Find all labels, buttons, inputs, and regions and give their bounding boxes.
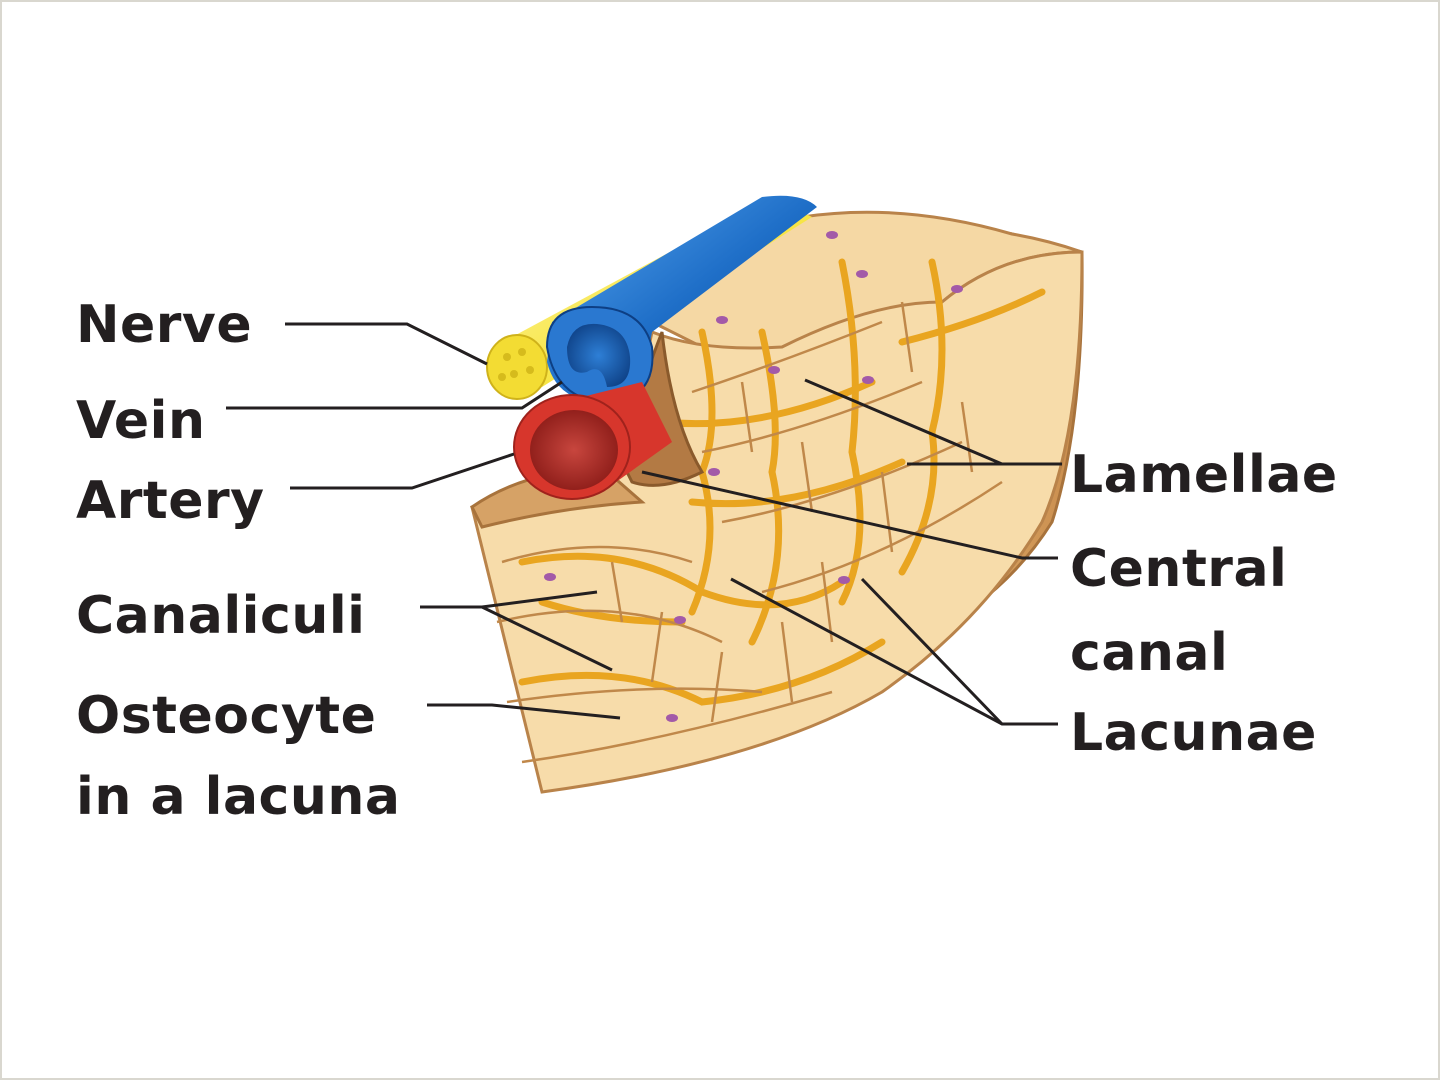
label-osteocyte-line2: in a lacuna bbox=[76, 767, 401, 827]
vein-lumen bbox=[567, 323, 631, 387]
leader-artery bbox=[290, 452, 515, 490]
nerve-end bbox=[486, 334, 548, 400]
label-osteocyte-line1: Osteocyte bbox=[76, 686, 377, 746]
label-central-line1: Central bbox=[1070, 539, 1288, 599]
leader-central-canal bbox=[641, 470, 1058, 560]
leader-osteocyte bbox=[427, 703, 621, 720]
label-canaliculi: Canaliculi bbox=[76, 586, 366, 646]
leader-nerve bbox=[285, 322, 488, 366]
leader-lacunae-2 bbox=[860, 577, 1004, 726]
artery-lumen bbox=[530, 410, 618, 490]
leader-canaliculi-2 bbox=[481, 605, 613, 672]
label-artery: Artery bbox=[76, 471, 265, 531]
leader-lines bbox=[226, 322, 1062, 726]
nerve-fibers bbox=[498, 348, 534, 381]
label-lamellae: Lamellae bbox=[1070, 445, 1338, 505]
label-nerve: Nerve bbox=[76, 295, 253, 355]
osteocytes bbox=[544, 231, 963, 722]
leader-vein bbox=[226, 380, 563, 410]
label-central-line2: canal bbox=[1070, 623, 1229, 683]
lamellae-lines bbox=[496, 301, 1003, 764]
label-vein: Vein bbox=[76, 391, 206, 451]
label-lacunae: Lacunae bbox=[1070, 703, 1317, 763]
